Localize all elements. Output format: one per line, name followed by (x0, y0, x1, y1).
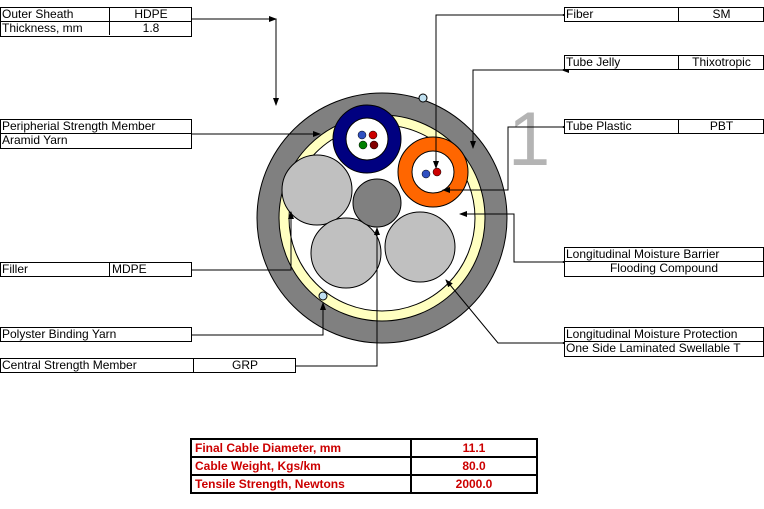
filler-left (281, 154, 353, 226)
table-row: Cable Weight, Kgs/km 80.0 (190, 456, 538, 476)
fiber-value: SM (678, 8, 763, 21)
flooding-compound-label: Flooding Compound (564, 262, 764, 277)
filler-bottom-left (310, 217, 382, 289)
moisture-protection-line2: One Side Laminated Swellable T (566, 342, 741, 355)
summary-value: 11.1 (410, 438, 538, 458)
summary-key: Cable Weight, Kgs/km (190, 456, 412, 476)
fiber-dot (358, 140, 368, 150)
moisture-protection-line1: Longitudinal Moisture Protection (566, 327, 738, 341)
moisture-barrier-line1: Longitudinal Moisture Barrier (566, 247, 720, 261)
peripheral-strength-label: Peripherial Strength Member (0, 119, 192, 134)
peripheral-strength-line2: Aramid Yarn (2, 134, 68, 147)
moisture-barrier-label: Longitudinal Moisture Barrier (564, 247, 764, 262)
thickness-key: Thickness, mm (2, 22, 83, 35)
central-member-value: GRP (193, 359, 295, 372)
tube-plastic-key: Tube Plastic (566, 119, 632, 133)
tube-jelly-key: Tube Jelly (566, 55, 621, 69)
moisture-protection-label: Longitudinal Moisture Protection (564, 327, 764, 342)
binding-yarn-label: Polyster Binding Yarn (0, 327, 192, 342)
tube-plastic-label: Tube Plastic PBT (564, 119, 764, 134)
filler-value: MDPE (109, 263, 191, 276)
filler-key: Filler (2, 262, 28, 276)
cable-summary-table: Final Cable Diameter, mm 11.1 Cable Weig… (190, 438, 538, 494)
tube-jelly-value: Thixotropic (678, 56, 763, 69)
outer-sheath-label: Outer Sheath HDPE (0, 7, 192, 22)
leader-lines (185, 12, 569, 369)
outer-sheath-key: Outer Sheath (2, 7, 74, 21)
summary-key: Final Cable Diameter, mm (190, 438, 412, 458)
summary-value: 2000.0 (410, 474, 538, 494)
swellable-tape-label: One Side Laminated Swellable T (564, 342, 764, 357)
central-member-key: Central Strength Member (2, 358, 137, 372)
moisture-barrier-line2: Flooding Compound (609, 262, 719, 275)
filler-bottom-right (384, 211, 456, 283)
table-row: Tensile Strength, Newtons 2000.0 (190, 474, 538, 494)
outer-sheath-value: HDPE (109, 8, 191, 21)
central-member-label: Central Strength Member GRP (0, 358, 296, 373)
fiber-dot (432, 167, 442, 177)
tube-jelly-label: Tube Jelly Thixotropic (564, 55, 764, 70)
tube-plastic-value: PBT (678, 120, 763, 133)
binding-yarn-dot-bottom (318, 291, 328, 301)
peripheral-strength-line1: Peripherial Strength Member (2, 119, 156, 133)
aramid-yarn-label: Aramid Yarn (0, 134, 192, 149)
fiber-key: Fiber (566, 7, 594, 21)
summary-key: Tensile Strength, Newtons (190, 474, 412, 494)
summary-value: 80.0 (410, 456, 538, 476)
tube-count-label: 1 (508, 97, 550, 182)
fiber-dot (357, 130, 367, 140)
table-row: Final Cable Diameter, mm 11.1 (190, 438, 538, 458)
fiber-dot (368, 130, 378, 140)
fiber-label: Fiber SM (564, 7, 764, 22)
fiber-dot (421, 169, 431, 179)
fiber-dot (369, 140, 379, 150)
binding-yarn-dot-top (418, 93, 428, 103)
thickness-value: 1.8 (109, 22, 191, 35)
binding-yarn-key: Polyster Binding Yarn (2, 327, 117, 341)
central-strength-member (352, 178, 402, 228)
thickness-label: Thickness, mm 1.8 (0, 22, 192, 37)
blue-tube-interior (345, 117, 389, 161)
filler-label: Filler MDPE (0, 262, 192, 277)
